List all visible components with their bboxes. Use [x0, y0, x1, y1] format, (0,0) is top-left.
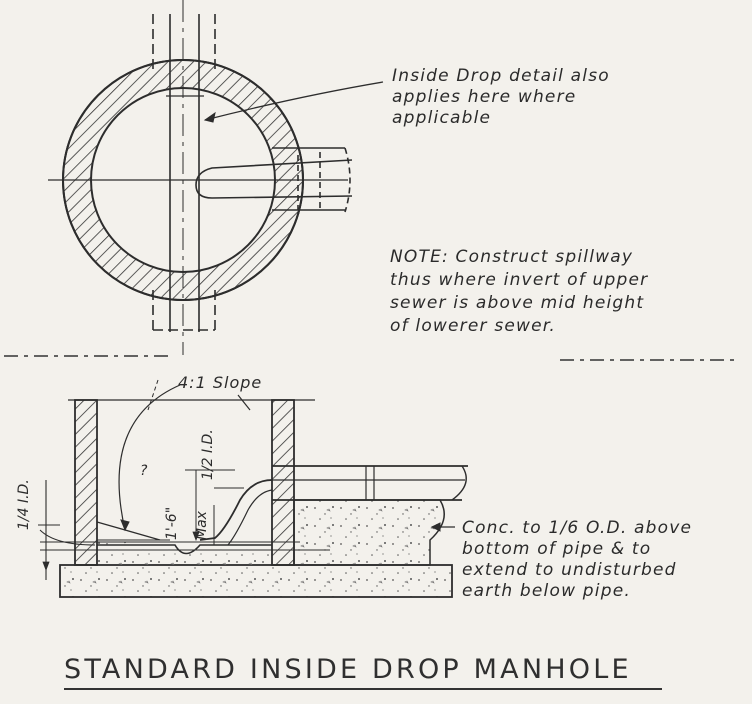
spillway-note-line-1: NOTE: Construct spillway [390, 247, 634, 267]
plan-lower-riser [152, 290, 216, 331]
concrete-encasement [293, 499, 445, 566]
left-wall [74, 399, 98, 566]
quarter-id-label: 1/4 I.D. [16, 479, 32, 530]
section-cut-lines [4, 355, 740, 361]
inlet-pipe-invert [195, 159, 353, 199]
base-slab [59, 564, 453, 598]
concrete-callout-line-4: earth below pipe. [462, 581, 631, 601]
inlet-pipe-break [344, 147, 351, 213]
inside-drop-callout: Inside Drop detail also applies here whe… [392, 66, 610, 129]
max-word-label: Max [194, 510, 210, 540]
slope-leader [118, 384, 181, 531]
callout-leader-top [204, 81, 384, 121]
inside-drop-callout-line-1: Inside Drop detail also [392, 66, 610, 86]
max-drop-label: 1'-6" [164, 507, 180, 540]
concrete-callout-line-1: Conc. to 1/6 O.D. above [462, 518, 693, 538]
inside-drop-callout-line-2: applies here where [392, 87, 577, 107]
slope-label: 4:1 Slope [178, 373, 262, 392]
spillway-note-line-3: sewer is above mid height [390, 293, 645, 313]
concrete-callout-line-2: bottom of pipe & to [462, 539, 652, 559]
title-underline [64, 688, 662, 690]
half-id-label: 1/2 I.D. [200, 429, 216, 480]
upper-pipe-break [451, 465, 467, 501]
section-view [38, 379, 468, 598]
concrete-callout-line-3: extend to undisturbed [462, 560, 677, 580]
drawing-title: STANDARD INSIDE DROP MANHOLE [64, 654, 632, 685]
spillway-curve [199, 479, 273, 541]
bench-concrete [97, 548, 272, 565]
spillway-note: NOTE: Construct spillway thus where inve… [390, 246, 648, 338]
spillway-note-line-4: of lowerer sewer. [390, 316, 557, 336]
right-wall [271, 399, 295, 566]
concrete-callout: Conc. to 1/6 O.D. above bottom of pipe &… [462, 518, 692, 602]
question-mark-label: ? [140, 463, 148, 479]
plan-view [48, 0, 384, 355]
inside-drop-callout-line-3: applicable [392, 108, 492, 128]
plan-upper-riser [152, 14, 216, 70]
spillway-note-line-2: thus where invert of upper [390, 270, 649, 290]
